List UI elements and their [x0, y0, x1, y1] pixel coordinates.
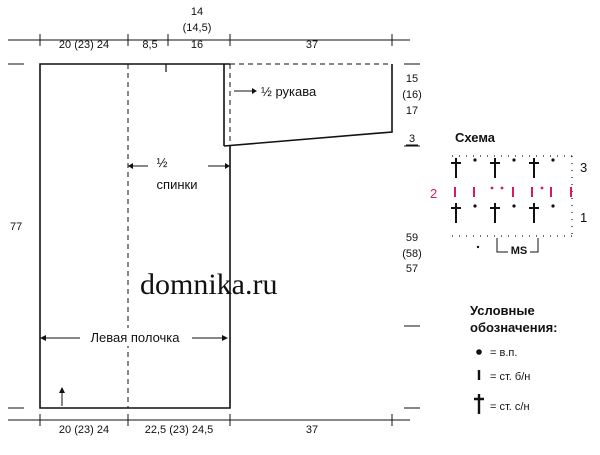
bottom-dimension-line	[8, 414, 410, 426]
sc-stitches-row-2	[454, 187, 572, 197]
half-back-label-1: ½	[157, 155, 168, 170]
top-dim-neck-3: 16	[191, 39, 203, 51]
legend-chain: = в.п.	[490, 347, 517, 359]
repeat-label: MS	[511, 245, 528, 257]
left-front-arrowhead-right	[222, 335, 228, 341]
watermark: domnika.ru	[140, 268, 277, 301]
legend-sc: = ст. б/н	[490, 371, 530, 383]
left-front-arrowhead-left	[40, 335, 46, 341]
left-dim-height: 77	[10, 221, 22, 233]
right-dim-body-3: 57	[406, 263, 418, 275]
top-dim-neck-2: (14,5)	[183, 22, 212, 34]
right-dim-sleeve-3: 17	[406, 105, 418, 117]
scheme-title: Схема	[455, 130, 496, 145]
bottom-dim-front: 20 (23) 24	[59, 424, 109, 436]
half-sleeve-arrowhead	[252, 88, 257, 94]
top-dim-front: 20 (23) 24	[59, 39, 109, 51]
left-front-label-bg	[80, 328, 192, 346]
top-dim-neck-1: 14	[191, 6, 203, 18]
pattern-outline	[39, 63, 393, 409]
direction-arrowhead	[59, 387, 65, 393]
right-dim-sleeve-2: (16)	[402, 89, 422, 101]
bottom-dim-sleeve: 37	[306, 424, 318, 436]
scheme-row-1: 1	[580, 210, 587, 225]
half-back-arrowhead-right	[225, 163, 230, 169]
right-dimension-line	[404, 63, 420, 409]
dashed-guides	[127, 63, 392, 408]
chain-dots-row-2	[490, 186, 544, 190]
right-dim-body-1: 59	[406, 232, 418, 244]
chain-dots-row-1	[473, 204, 555, 249]
half-back-arrowhead-left	[128, 163, 133, 169]
left-front-label: Левая полочка	[90, 330, 180, 345]
bottom-dim-back: 22,5 (23) 24,5	[145, 424, 214, 436]
right-dim-body-2: (58)	[402, 248, 422, 260]
legend-title-1: Условные	[470, 303, 535, 318]
right-dim-sleeve-1: 15	[406, 73, 418, 85]
top-dim-mid: 8,5	[142, 39, 157, 51]
legend-title-2: обозначения:	[470, 320, 558, 335]
half-back-label-2: спинки	[157, 177, 198, 192]
chain-stitch-icon	[476, 349, 482, 355]
legend-dc: = ст. с/н	[490, 401, 530, 413]
scheme-row-2: 2	[430, 186, 437, 201]
right-dim-cuff: 3	[409, 133, 415, 145]
chain-dots-row-3	[473, 158, 555, 162]
dc-stitches-row-1	[451, 203, 539, 223]
dc-stitches-row-3	[451, 158, 539, 178]
scheme-row-3: 3	[580, 160, 587, 175]
top-dimension-line	[8, 34, 410, 46]
top-dim-sleeve: 37	[306, 39, 318, 51]
repeat-label-bg	[508, 244, 530, 256]
double-crochet-icon	[474, 394, 484, 414]
left-dimension-line	[8, 63, 24, 409]
half-sleeve-label: ½ рукава	[261, 84, 317, 99]
